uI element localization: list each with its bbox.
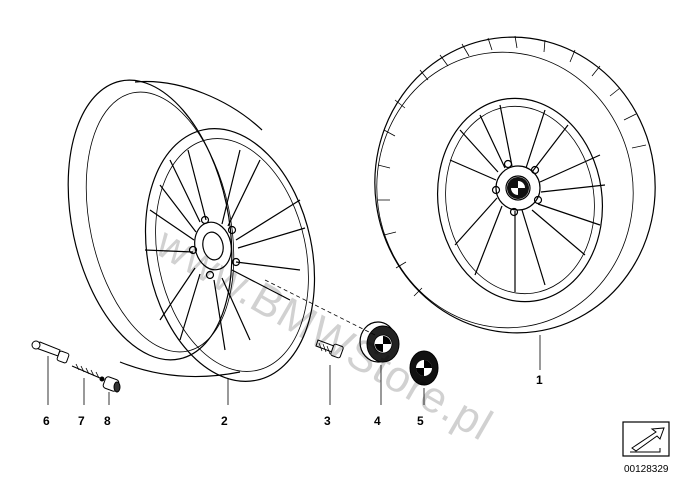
callout-5: 5	[417, 414, 424, 428]
rim	[67, 79, 316, 382]
arrow-reference-icon	[622, 421, 670, 457]
callout-2: 2	[221, 414, 228, 428]
callout-1: 1	[536, 373, 543, 387]
leader-lines	[47, 279, 541, 405]
callout-7: 7	[78, 414, 85, 428]
wheel-bolt	[315, 339, 344, 359]
valve-insert	[71, 363, 105, 382]
valve-cap	[102, 376, 121, 393]
valve	[31, 340, 70, 364]
emblem	[409, 350, 439, 386]
callout-6: 6	[43, 414, 50, 428]
callout-3: 3	[324, 414, 331, 428]
diagram-number: 00128329	[624, 464, 669, 475]
callout-4: 4	[374, 414, 381, 428]
hub-cap	[359, 321, 400, 363]
wheel-with-tyre	[374, 35, 656, 334]
callout-8: 8	[104, 414, 111, 428]
wheel-center-badge	[507, 177, 529, 199]
